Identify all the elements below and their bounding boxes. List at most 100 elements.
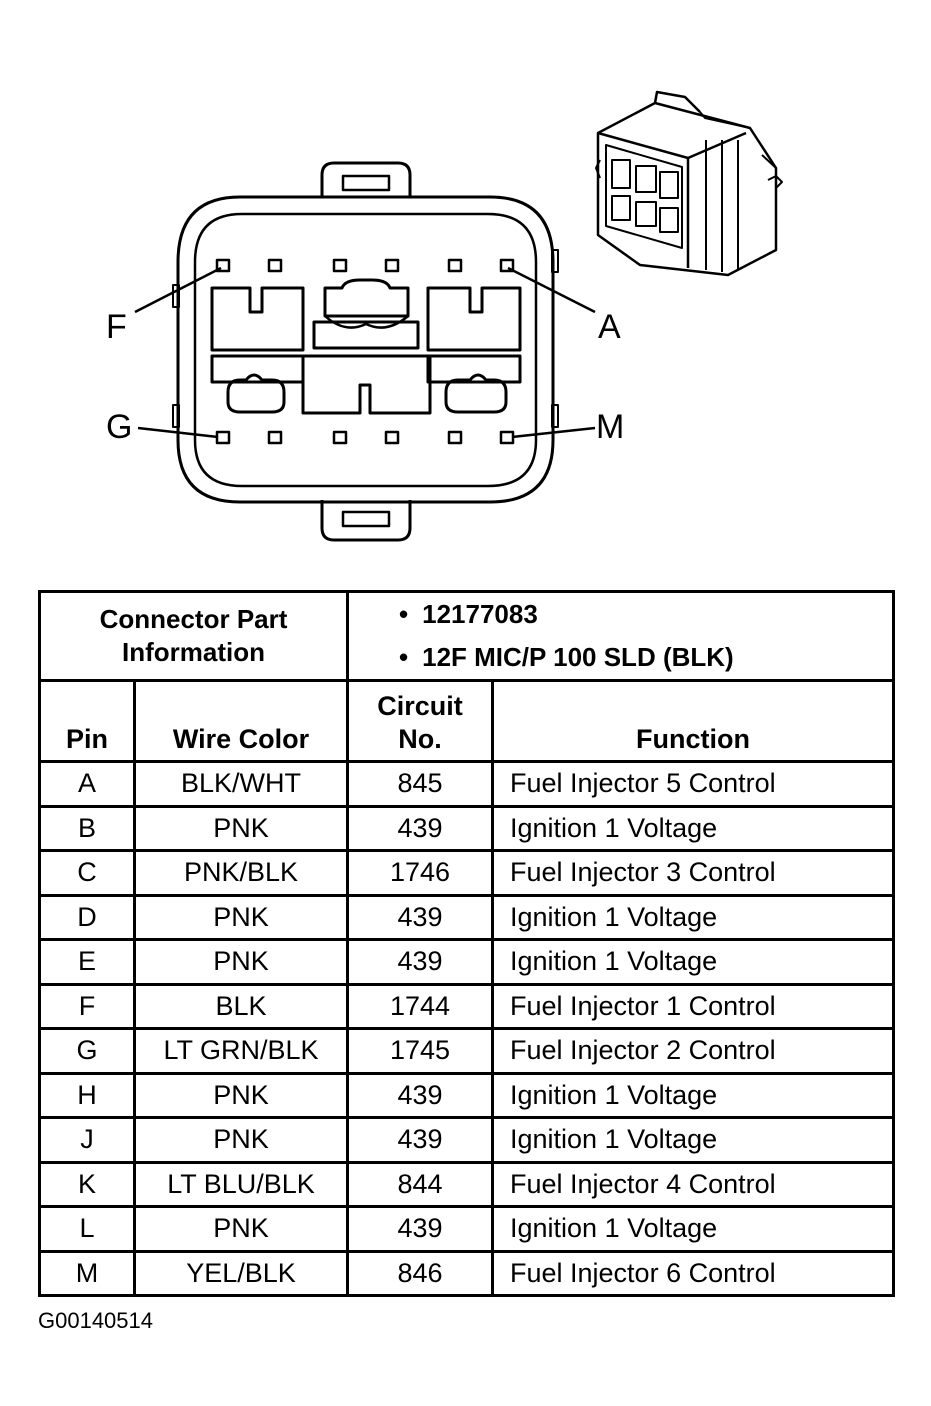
circuit-no-cell: 439	[346, 804, 494, 852]
circuit-no-cell: 439	[346, 1205, 494, 1253]
connector-part-row: Connector Part Information • 12177083 • 12…	[38, 590, 896, 682]
pin-cavity-m	[499, 430, 515, 445]
connector-housing-inner	[193, 212, 538, 488]
bullet-icon: •	[399, 599, 409, 629]
wire-color-cell: PNK	[133, 938, 349, 986]
wire-color-cell: YEL/BLK	[133, 1249, 349, 1297]
pin-label-g: G	[106, 408, 132, 446]
pin-cell: H	[38, 1071, 136, 1119]
lower-left-oval	[226, 373, 286, 414]
center-bar	[312, 320, 420, 350]
header-circuit-no: Circuit No.	[346, 679, 494, 763]
pin-cell: E	[38, 938, 136, 986]
upper-left-block	[210, 286, 305, 352]
pin-cell: F	[38, 982, 136, 1030]
function-cell: Ignition 1 Voltage	[490, 804, 896, 852]
wire-color-cell: PNK	[133, 893, 349, 941]
connector-3d-sketch	[595, 90, 783, 277]
connector-diagram: F A G M	[106, 90, 783, 542]
function-cell: Fuel Injector 2 Control	[490, 1027, 896, 1075]
function-cell: Fuel Injector 5 Control	[490, 760, 896, 808]
pin-cell: L	[38, 1205, 136, 1253]
function-cell: Ignition 1 Voltage	[490, 1116, 896, 1164]
upper-right-block	[426, 286, 522, 352]
function-cell: Fuel Injector 1 Control	[490, 982, 896, 1030]
pin-cell: G	[38, 1027, 136, 1075]
circuit-no-cell: 439	[346, 893, 494, 941]
connector-info-table: Connector Part Information • 12177083 • 12…	[38, 590, 896, 1297]
lower-left-block	[210, 354, 305, 384]
circuit-no-cell: 439	[346, 938, 494, 986]
pin-cell: C	[38, 849, 136, 897]
header-function: Function	[490, 679, 896, 763]
wire-color-cell: PNK	[133, 1071, 349, 1119]
wire-color-cell: BLK/WHT	[133, 760, 349, 808]
header-pin: Pin	[38, 679, 136, 763]
wire-color-cell: PNK	[133, 1116, 349, 1164]
pin-label-m: M	[596, 408, 624, 446]
function-cell: Ignition 1 Voltage	[490, 893, 896, 941]
leader-line-a	[507, 266, 596, 314]
upper-center-cap	[323, 278, 410, 318]
wire-color-cell: PNK	[133, 804, 349, 852]
pin-cavity-f	[215, 258, 231, 273]
wire-color-cell: LT BLU/BLK	[133, 1160, 349, 1208]
pin-cell: A	[38, 760, 136, 808]
function-cell: Ignition 1 Voltage	[490, 1205, 896, 1253]
wire-color-cell: PNK/BLK	[133, 849, 349, 897]
function-cell: Ignition 1 Voltage	[490, 938, 896, 986]
bullet-icon: •	[399, 642, 409, 672]
connector-housing-outer	[176, 195, 555, 504]
pin-label-f: F	[106, 308, 127, 346]
pin-cell: B	[38, 804, 136, 852]
function-cell: Fuel Injector 4 Control	[490, 1160, 896, 1208]
circuit-no-cell: 845	[346, 760, 494, 808]
pin-cell: K	[38, 1160, 136, 1208]
leader-line-m	[511, 426, 596, 439]
top-latch	[320, 161, 412, 196]
part-number-line: • 12177083	[399, 593, 892, 636]
lower-center-block	[301, 354, 432, 415]
pin-cell: D	[38, 893, 136, 941]
pin-label-a: A	[598, 308, 621, 346]
bottom-pin-row	[215, 430, 515, 445]
lower-right-block	[426, 354, 522, 384]
part-number: 12177083	[422, 599, 538, 629]
right-side-tab	[551, 249, 559, 273]
wire-color-cell: PNK	[133, 1205, 349, 1253]
figure-id: G00140514	[38, 1308, 153, 1333]
circuit-no-cell: 439	[346, 1116, 494, 1164]
leader-line-f	[134, 266, 222, 314]
circuit-no-cell: 844	[346, 1160, 494, 1208]
part-description-line: • 12F MIC/P 100 SLD (BLK)	[399, 636, 892, 679]
circuit-no-cell: 439	[346, 1071, 494, 1119]
part-description: 12F MIC/P 100 SLD (BLK)	[422, 642, 734, 672]
function-cell: Ignition 1 Voltage	[490, 1071, 896, 1119]
wire-color-cell: BLK	[133, 982, 349, 1030]
bottom-latch	[320, 500, 412, 542]
wire-color-cell: LT GRN/BLK	[133, 1027, 349, 1075]
function-cell: Fuel Injector 6 Control	[490, 1249, 896, 1297]
left-side-tab	[172, 284, 180, 308]
right-side-tab-lower	[551, 404, 559, 428]
pin-cavity-g	[215, 430, 231, 445]
header-circuit-no-text: Circuit No.	[377, 691, 463, 754]
left-side-tab-lower	[172, 404, 180, 428]
top-latch-slot	[341, 174, 391, 192]
circuit-no-cell: 846	[346, 1249, 494, 1297]
connector-part-label: Connector Part Information	[99, 604, 288, 667]
circuit-no-cell: 1745	[346, 1027, 494, 1075]
